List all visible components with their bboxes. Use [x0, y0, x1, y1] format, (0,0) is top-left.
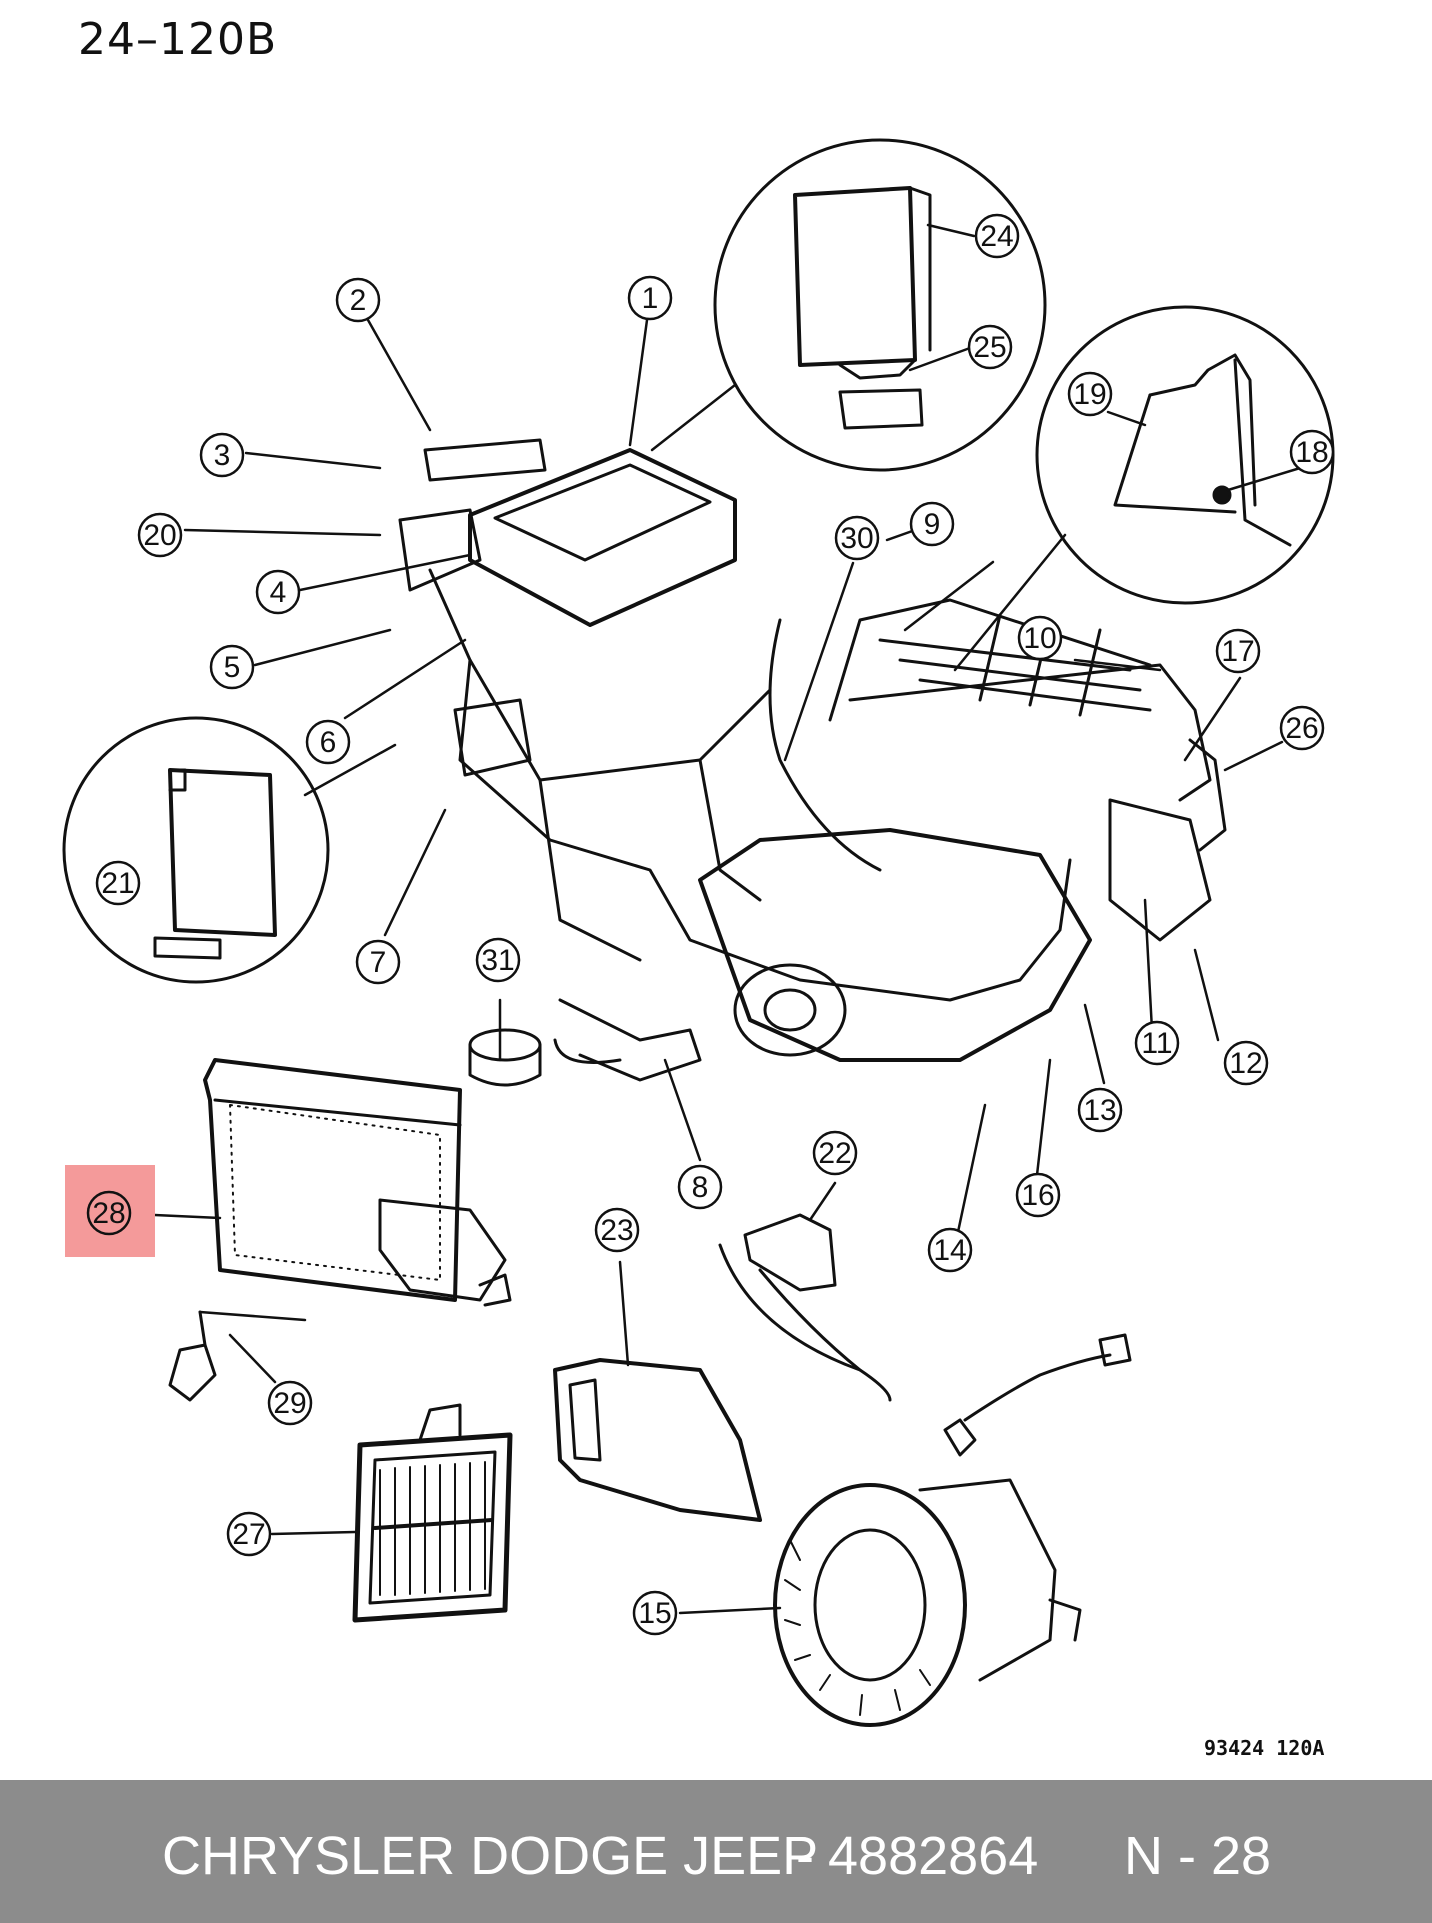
part-15-blower-motor [773, 1333, 1132, 1727]
part-31-grommet [468, 1028, 542, 1087]
callout-number-2: 2 [350, 284, 367, 317]
part-28-evaporator-core [203, 1058, 512, 1307]
part-29-sensor [168, 1310, 307, 1402]
callout-number-15: 15 [638, 1597, 671, 1630]
part-23-duct [553, 1358, 762, 1522]
callout-number-8: 8 [692, 1171, 709, 1204]
hvac-housing-assembly [398, 438, 1227, 1082]
callout-reference: N - 28 [1124, 1826, 1272, 1886]
callout-circle-21 [95, 860, 141, 906]
callout-circle-30 [834, 515, 880, 561]
callout-number-10: 10 [1023, 622, 1056, 655]
callout-number-29: 29 [273, 1387, 306, 1420]
brand-label: CHRYSLER DODGE JEEP [162, 1826, 819, 1886]
callout-circle-20 [137, 512, 183, 558]
callout-circle-11 [1134, 1020, 1180, 1066]
callout-circle-6 [305, 719, 351, 765]
callout-number-17: 17 [1221, 635, 1254, 668]
part-number: 4882864 [828, 1826, 1039, 1886]
callout-circle-1 [627, 275, 673, 321]
callout-number-30: 30 [840, 522, 873, 555]
detail-bubble-21 [62, 716, 330, 984]
callout-number-3: 3 [214, 439, 231, 472]
callout-number-9: 9 [924, 508, 941, 541]
callout-number-11: 11 [1141, 1027, 1172, 1060]
callout-number-1: 1 [642, 282, 659, 315]
callout-number-5: 5 [224, 651, 241, 684]
callout-circle-5 [209, 644, 255, 690]
callout-number-23: 23 [600, 1214, 633, 1247]
callout-number-19: 19 [1073, 378, 1106, 411]
callout-circle-13 [1077, 1087, 1123, 1133]
callout-circle-3 [199, 432, 245, 478]
callout-number-14: 14 [933, 1234, 966, 1267]
callout-circle-19 [1067, 371, 1113, 417]
highlight-box [65, 1165, 155, 1257]
callout-number-21: 21 [101, 867, 134, 900]
callout-circle-18 [1289, 429, 1335, 475]
callout-labels: 1234567891011121314151617181920212223242… [86, 213, 1335, 1636]
callout-circle-28 [86, 1190, 132, 1236]
callout-number-6: 6 [320, 726, 337, 759]
detail-bubble-18-19 [1035, 305, 1335, 605]
callout-circle-23 [594, 1207, 640, 1253]
callout-number-31: 31 [481, 944, 514, 977]
hvac-exploded-diagram: 1234567891011121314151617181920212223242… [62, 138, 1335, 1727]
callout-circle-25 [967, 324, 1013, 370]
callout-circle-10 [1017, 615, 1063, 661]
callout-circle-12 [1223, 1040, 1269, 1086]
part-27-heater-core [352, 1403, 513, 1623]
callout-circle-22 [812, 1130, 858, 1176]
callout-circle-17 [1215, 628, 1261, 674]
callout-circle-14 [927, 1227, 973, 1273]
callout-number-13: 13 [1083, 1094, 1116, 1127]
callout-number-18: 18 [1295, 436, 1328, 469]
callout-circle-26 [1279, 705, 1325, 751]
callout-circle-15 [632, 1590, 678, 1636]
callout-circle-9 [909, 501, 955, 547]
callout-number-16: 16 [1021, 1179, 1054, 1212]
callout-number-25: 25 [973, 331, 1006, 364]
callout-number-20: 20 [143, 519, 176, 552]
detail-bubble-24-25 [713, 138, 1047, 472]
callout-number-22: 22 [818, 1137, 851, 1170]
figure-reference: 93424 120A [1204, 1736, 1325, 1760]
callout-circle-16 [1015, 1172, 1061, 1218]
callout-circle-7 [355, 939, 401, 985]
callout-circle-29 [267, 1380, 313, 1426]
callout-circle-4 [255, 569, 301, 615]
callout-circle-31 [475, 937, 521, 983]
callout-circle-8 [677, 1164, 723, 1210]
callout-number-27: 27 [232, 1518, 265, 1551]
diagram-code: 24–120B [78, 14, 278, 65]
callout-circle-24 [974, 213, 1020, 259]
callout-number-24: 24 [980, 220, 1013, 253]
callout-number-7: 7 [370, 946, 387, 979]
separator: - [796, 1826, 814, 1886]
callout-circle-27 [226, 1511, 272, 1557]
callout-number-26: 26 [1285, 712, 1318, 745]
callout-circle-2 [335, 277, 381, 323]
callout-number-28: 28 [92, 1197, 125, 1230]
part-info-footer: CHRYSLER DODGE JEEP - 4882864 N - 28 [0, 1780, 1432, 1923]
callout-number-4: 4 [270, 576, 287, 609]
part-22-drain-tube [718, 1213, 892, 1402]
callout-number-12: 12 [1229, 1047, 1262, 1080]
